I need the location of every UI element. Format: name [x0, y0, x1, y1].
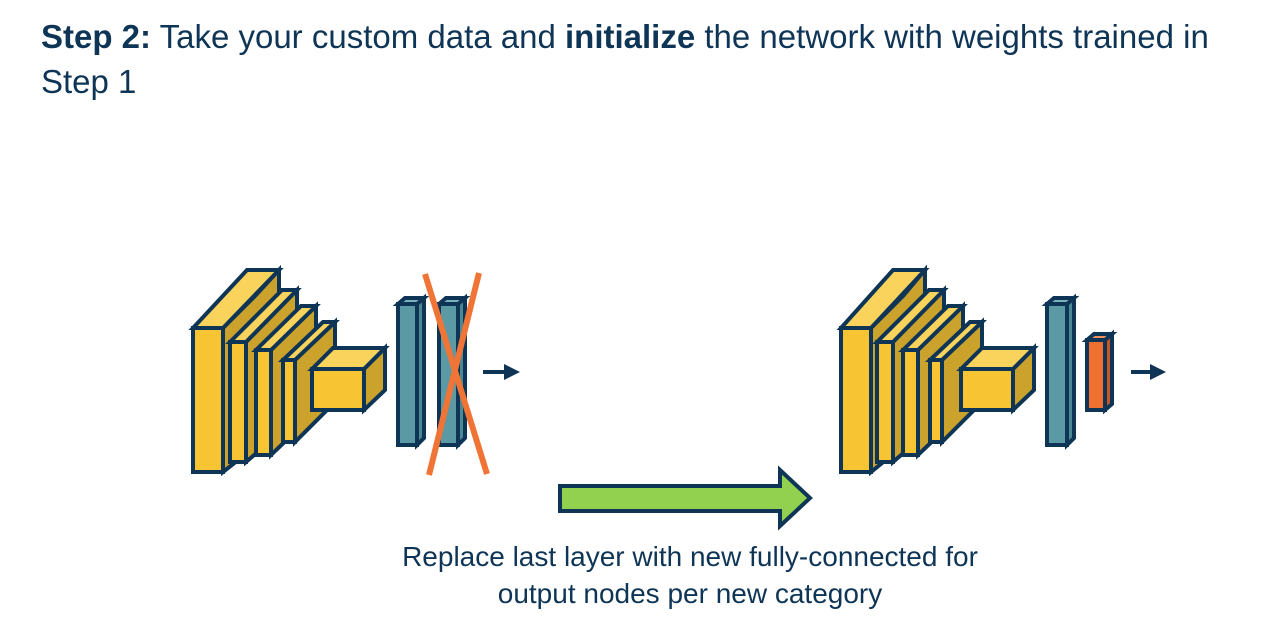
caption: Replace last layer with new fully-connec…: [300, 538, 1080, 612]
caption-line-2: output nodes per new category: [497, 578, 883, 609]
title-bold-initialize: initialize: [565, 18, 696, 55]
cross-out-icon: [422, 272, 490, 476]
right-network: [836, 264, 1118, 477]
title-text-2: the network with weights trained in Step…: [41, 18, 1209, 100]
pool-block: [307, 343, 390, 415]
title-step-label: Step 2:: [41, 18, 152, 55]
slide-title: Step 2: Take your custom data and initia…: [41, 14, 1261, 104]
left-network: [188, 264, 471, 477]
transition-arrow-icon: [558, 465, 813, 531]
new-fc-layer: [1081, 329, 1118, 415]
title-text-1: Take your custom data and: [151, 18, 565, 55]
caption-line-1: Replace last layer with new fully-connec…: [402, 541, 978, 572]
fc-layer-1: [392, 293, 430, 450]
